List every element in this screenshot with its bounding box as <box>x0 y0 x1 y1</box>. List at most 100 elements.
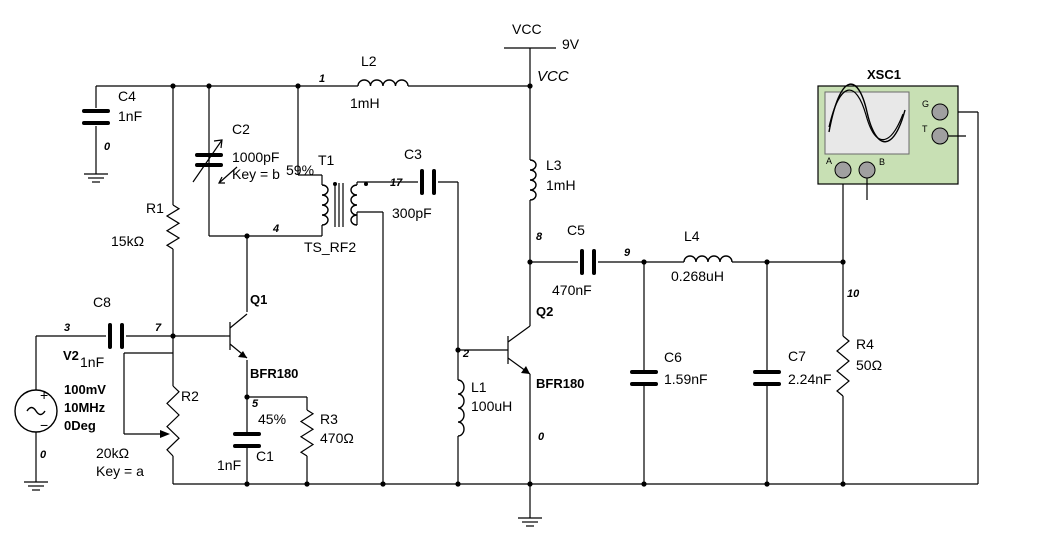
c3-ref: C3 <box>404 146 422 162</box>
l1-ref: L1 <box>471 379 487 395</box>
transistor-q1[interactable]: Q1 BFR180 <box>225 292 298 381</box>
l2-ref: L2 <box>361 53 377 69</box>
scope-title: XSC1 <box>867 67 901 82</box>
ac-voltage-source-v2[interactable]: + − V2 100mV 10MHz 0Deg <box>14 348 106 433</box>
t1-model: TS_RF2 <box>304 239 356 255</box>
ground-symbol-c4 <box>84 173 108 183</box>
l3-ref: L3 <box>546 157 562 173</box>
junction-dots <box>170 83 846 487</box>
inductor-l3[interactable]: L3 1mH <box>529 157 576 201</box>
node-7: 7 <box>155 322 162 334</box>
c1-percent: 45% <box>258 411 286 427</box>
r1-ref: R1 <box>146 200 164 216</box>
l2-value: 1mH <box>350 95 380 111</box>
node-1: 1 <box>319 73 325 85</box>
r3-value: 470Ω <box>320 430 354 446</box>
variable-capacitor-c2[interactable]: C2 1000pF Key = b 59% <box>192 121 314 184</box>
node-5: 5 <box>252 398 259 410</box>
capacitor-c7[interactable]: C7 2.24nF <box>753 348 832 387</box>
q2-model: BFR180 <box>536 376 584 391</box>
r1-value: 15kΩ <box>111 233 144 249</box>
inductor-l1[interactable]: L1 100uH <box>457 379 512 437</box>
node-9: 9 <box>624 247 631 259</box>
resistor-r3[interactable]: R3 470Ω <box>299 409 354 457</box>
scope-label-g: G <box>922 99 929 109</box>
c4-node: 0 <box>104 141 111 153</box>
vcc-net-label: VCC <box>537 68 569 85</box>
ground-symbol-v2 <box>24 481 48 491</box>
l4-value: 0.268uH <box>671 268 724 284</box>
scope-terminal-a[interactable] <box>834 161 852 179</box>
capacitor-c8[interactable]: C8 1nF <box>80 294 124 370</box>
l3-value: 1mH <box>546 177 576 193</box>
c8-value: 1nF <box>80 354 104 370</box>
vcc-voltage: 9V <box>562 36 580 52</box>
svg-text:−: − <box>40 417 48 433</box>
inductor-l4[interactable]: L4 0.268uH <box>671 228 733 284</box>
scope-terminal-g[interactable] <box>931 103 949 121</box>
node-8: 8 <box>536 231 543 243</box>
r2-ref: R2 <box>181 388 199 404</box>
ground-symbol-q2 <box>518 517 542 527</box>
v2-frequency: 10MHz <box>64 400 106 415</box>
node-0-v2: 0 <box>40 449 47 461</box>
q1-ref: Q1 <box>250 292 267 307</box>
t1-ref: T1 <box>318 152 335 168</box>
node-0-q2: 0 <box>538 431 545 443</box>
capacitor-c6[interactable]: C6 1.59nF <box>630 349 708 387</box>
c2-ref: C2 <box>232 121 250 137</box>
resistor-r4[interactable]: R4 50Ω <box>836 335 882 397</box>
c7-value: 2.24nF <box>788 371 832 387</box>
c6-value: 1.59nF <box>664 371 708 387</box>
c6-ref: C6 <box>664 349 682 365</box>
vcc-supply[interactable]: VCC 9V VCC <box>504 21 580 85</box>
c3-value: 300pF <box>392 205 432 221</box>
c8-ref: C8 <box>93 294 111 310</box>
svg-text:+: + <box>40 387 48 403</box>
r4-value: 50Ω <box>856 357 882 373</box>
scope-terminal-t[interactable] <box>931 127 949 145</box>
potentiometer-r2[interactable]: R2 20kΩ Key = a <box>96 385 199 479</box>
c5-value: 470nF <box>552 282 592 298</box>
r2-value: 20kΩ <box>96 445 129 461</box>
inductor-l2[interactable]: L2 1mH <box>350 53 409 111</box>
scope-screen <box>824 91 910 155</box>
capacitor-c5[interactable]: C5 470nF <box>552 222 596 298</box>
node-17: 17 <box>390 177 403 189</box>
scope-label-a: A <box>826 156 832 166</box>
transformer-t1[interactable]: T1 TS_RF2 <box>304 152 368 255</box>
scope-terminal-b[interactable] <box>858 161 876 179</box>
l1-value: 100uH <box>471 398 512 414</box>
capacitor-c3[interactable]: C3 300pF <box>392 146 436 221</box>
node-10: 10 <box>847 288 860 300</box>
c5-ref: C5 <box>567 222 585 238</box>
node-4: 4 <box>272 223 279 235</box>
resistor-r1[interactable]: R1 15kΩ <box>111 200 181 250</box>
v2-amplitude: 100mV <box>64 382 106 397</box>
q2-ref: Q2 <box>536 304 553 319</box>
scope-label-b: B <box>879 157 885 167</box>
c2-key: Key = b <box>232 166 280 182</box>
r2-key: Key = a <box>96 463 144 479</box>
c7-ref: C7 <box>788 348 806 364</box>
c1-ref: C1 <box>256 448 274 464</box>
l4-ref: L4 <box>684 228 700 244</box>
scope-label-t: T <box>922 124 928 134</box>
r3-ref: R3 <box>320 411 338 427</box>
capacitor-c1[interactable]: 45% C1 1nF <box>217 411 286 473</box>
v2-phase: 0Deg <box>64 418 96 433</box>
oscilloscope-xsc1[interactable]: XSC1 A B G T <box>817 67 966 200</box>
capacitor-c4[interactable]: C4 1nF 0 <box>82 88 142 153</box>
q1-model: BFR180 <box>250 366 298 381</box>
node-3: 3 <box>64 322 70 334</box>
transistor-q2[interactable]: Q2 BFR180 <box>507 304 584 391</box>
v2-ref: V2 <box>63 348 79 363</box>
c2-percent: 59% <box>286 162 314 178</box>
c4-ref: C4 <box>118 88 136 104</box>
c2-value: 1000pF <box>232 149 279 165</box>
node-2: 2 <box>462 348 469 360</box>
scope-waveform <box>828 83 906 143</box>
c4-value: 1nF <box>118 108 142 124</box>
vcc-title: VCC <box>512 21 542 37</box>
